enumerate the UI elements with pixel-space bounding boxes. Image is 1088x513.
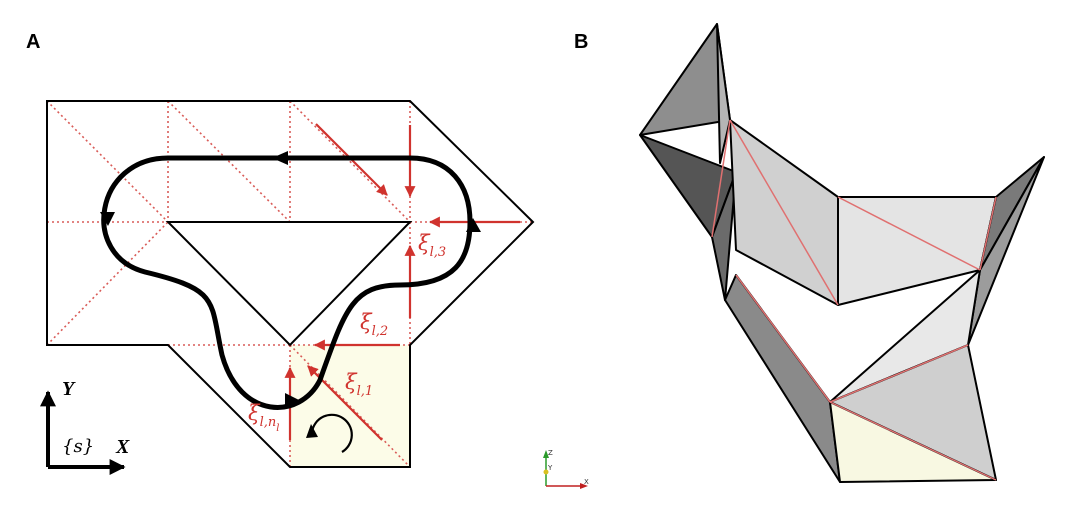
triad-x-label: X	[584, 478, 589, 486]
panel-b-axis-triad: Z Y X	[543, 449, 589, 489]
loop-direction-arrowheads	[100, 151, 481, 407]
rotation-arrow	[310, 413, 353, 453]
inner-triangle-hole	[165, 221, 413, 347]
panel-b-folded-model	[639, 23, 1045, 483]
xi-l2-label: ξl,2	[360, 310, 388, 339]
triad-y-label: Y	[547, 464, 553, 472]
loop-path	[101, 155, 473, 410]
panel-a-label: A	[26, 31, 40, 53]
frame-label: {s}	[62, 436, 94, 457]
triad-z-label: Z	[548, 449, 553, 457]
y-axis-label: Y	[62, 378, 76, 400]
x-axis-label: X	[115, 436, 130, 458]
xi-l1-label: ξl,1	[345, 370, 373, 399]
xi-lnl-label: ξl,nl	[248, 401, 279, 434]
coordinate-frame: Y X {s}	[40, 378, 130, 475]
rotation-arrowhead	[306, 424, 318, 438]
panel-a-crease-pattern: ξl,3 ξl,2 ξl,1 ξl,nl	[46, 100, 535, 468]
xi-l3-label: ξl,3	[418, 231, 446, 260]
panel-b-label: B	[574, 31, 588, 53]
sheet-outline	[46, 100, 535, 468]
